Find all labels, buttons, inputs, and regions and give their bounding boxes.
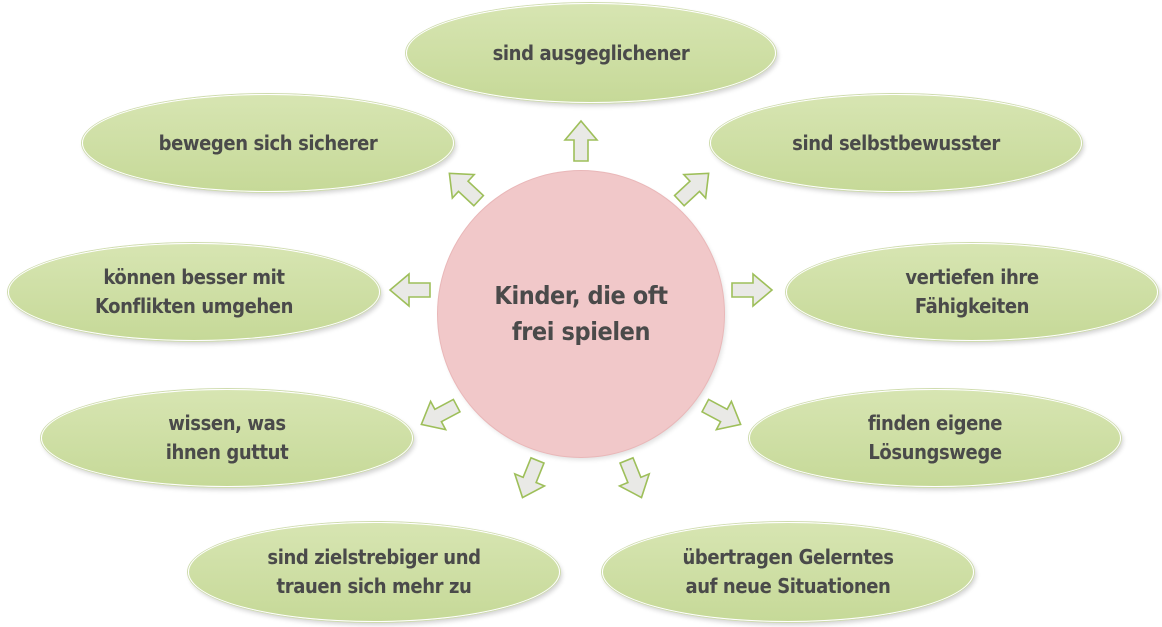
outcome-zielstrebiger: sind zielstrebiger und trauen sich mehr … [188, 522, 560, 622]
outcome-label: können besser mit Konflikten umgehen [94, 265, 294, 318]
outcome-label: sind zielstrebiger und trauen sich mehr … [267, 545, 481, 598]
arrow-down-left-lower-icon [513, 456, 547, 499]
arrow-up-right-icon [673, 172, 710, 207]
arrow-down-right-icon [700, 398, 742, 431]
center-topic-label: Kinder, die oft frei spielen [494, 281, 668, 346]
outcome-label: sind selbstbewusster [792, 130, 1000, 155]
outcome-guttut: wissen, was ihnen guttut [41, 389, 413, 487]
arrow-right-icon [731, 272, 774, 308]
outcome-loesungswege: finden eigene Lösungswege [749, 389, 1121, 487]
outcome-label: bewegen sich sicherer [158, 130, 378, 155]
outcome-konflikte: können besser mit Konflikten umgehen [8, 243, 380, 341]
center-topic-circle: Kinder, die oft frei spielen [438, 171, 724, 457]
arrow-down-right-lower-icon [617, 456, 651, 499]
outcome-label: vertiefen ihre Fähigkeiten [905, 265, 1039, 318]
outcome-selbstbewusster: sind selbstbewusster [710, 94, 1082, 192]
outcome-label: übertragen Gelerntes auf neue Situatione… [682, 545, 894, 598]
outcome-label: sind ausgeglichener [492, 40, 690, 65]
outcome-uebertragen: übertragen Gelerntes auf neue Situatione… [602, 522, 974, 622]
outcome-faehigkeiten: vertiefen ihre Fähigkeiten [786, 243, 1158, 341]
outcome-label: wissen, was ihnen guttut [165, 411, 289, 464]
outcome-bewegen-sicherer: bewegen sich sicherer [82, 94, 454, 192]
arrow-up-icon [563, 119, 599, 162]
outcome-ausgeglichener: sind ausgeglichener [406, 3, 776, 103]
arrow-down-left-icon [420, 398, 462, 431]
arrow-left-icon [388, 272, 431, 308]
arrow-up-left-icon [448, 172, 485, 207]
outcome-label: finden eigene Lösungswege [867, 411, 1003, 464]
